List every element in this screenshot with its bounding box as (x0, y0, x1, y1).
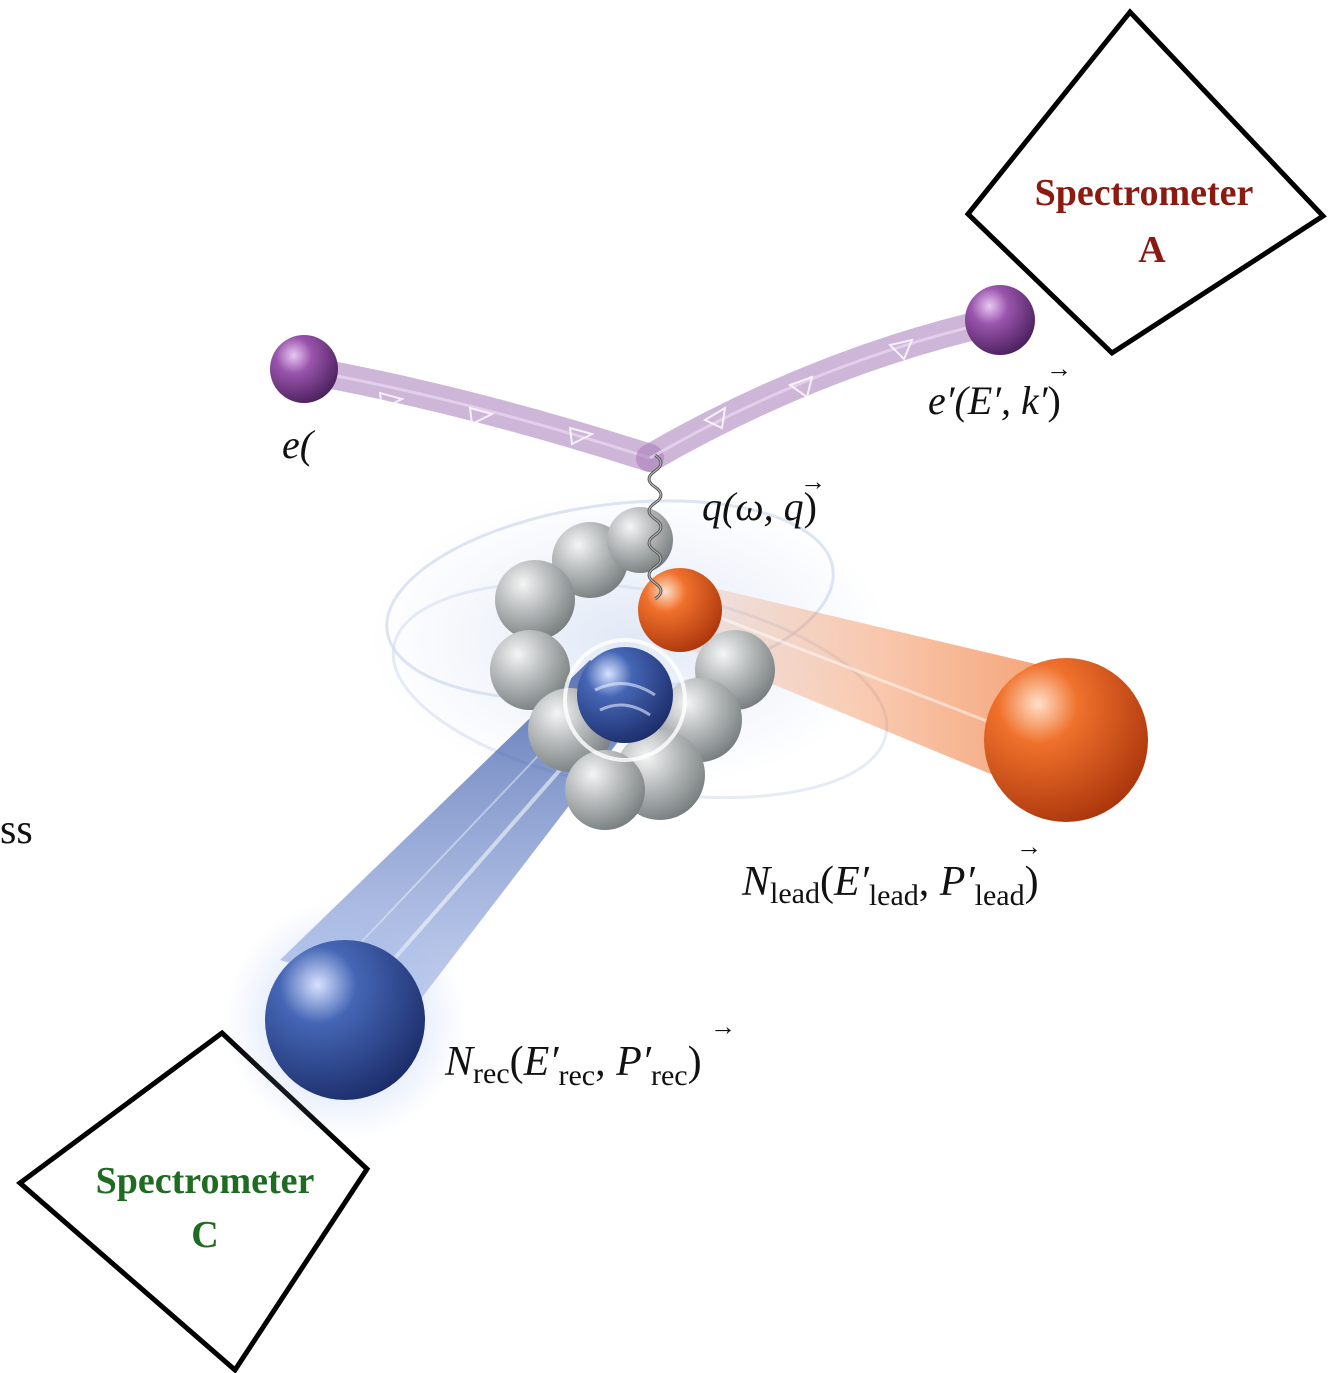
spectrometer-a: Spectrometer A (964, 8, 1327, 357)
virtual-photon-label: q(ω, q) (702, 484, 817, 529)
lead-nucleon-label: Nlead(E′lead, P′lead) (741, 859, 1039, 912)
recoil-nucleon-label: Nrec(E′rec, P′rec) (444, 1039, 702, 1092)
spectrometer-a-frame (964, 8, 1327, 357)
incoming-electron (270, 335, 338, 403)
scattered-electron-label: e′(E′, k′) (928, 378, 1061, 423)
spectrometer-a-title: Spectrometer (1035, 172, 1254, 214)
q-arrow: → (800, 467, 826, 496)
incoming-electron-label: e( (282, 422, 316, 467)
lead-nucleon (984, 658, 1148, 822)
p-lead-arrow: → (1016, 832, 1042, 861)
spectrometer-c: Spectrometer C (16, 1029, 371, 1373)
spectrometer-c-title: Spectrometer (96, 1160, 315, 1202)
k-prime-vector: k′ (1021, 378, 1049, 423)
recoil-nucleon (265, 940, 425, 1100)
nucleus (490, 507, 775, 830)
spectrometer-a-letter: A (1138, 229, 1166, 271)
p-rec-arrow: → (710, 1012, 736, 1041)
struck-neutron (577, 647, 673, 743)
scattered-electron (965, 285, 1035, 355)
spectrometer-c-letter: C (191, 1214, 218, 1256)
k-prime-arrow: → (1046, 354, 1072, 383)
electron-tracks (291, 306, 1014, 472)
left-edge-fragment: ss (0, 807, 33, 853)
